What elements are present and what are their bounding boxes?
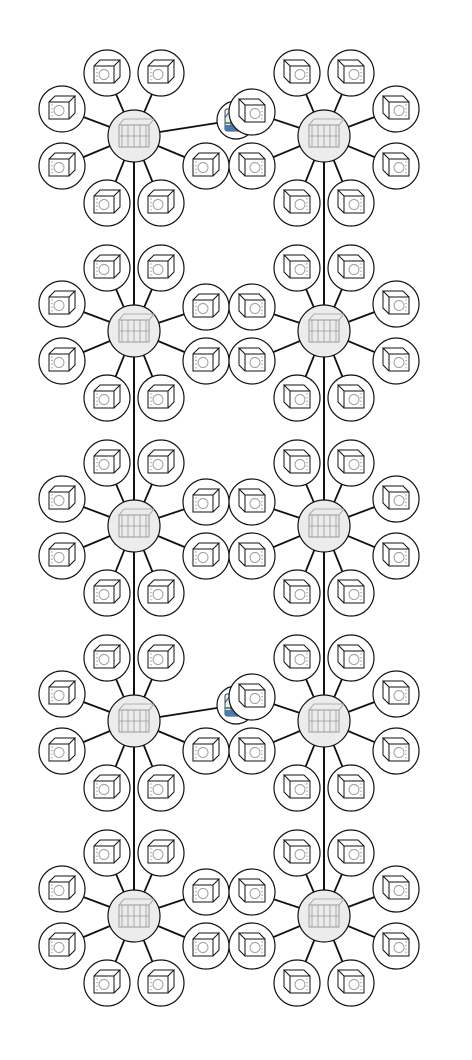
device-chassis-icon (372, 280, 420, 328)
device-chassis-icon (372, 922, 420, 970)
device-chassis-icon (38, 922, 86, 970)
switch-hub-icon (107, 694, 161, 748)
device-chassis-icon (137, 179, 185, 227)
device-chassis-icon (83, 179, 131, 227)
device-chassis-icon (137, 829, 185, 877)
switch-hub-icon (107, 109, 161, 163)
device-chassis-icon (38, 475, 86, 523)
device-chassis-icon (228, 88, 276, 136)
device-chassis-icon (273, 179, 321, 227)
device-chassis-icon (38, 727, 86, 775)
device-chassis-icon (137, 959, 185, 1007)
device-chassis-icon (83, 49, 131, 97)
device-chassis-icon (38, 532, 86, 580)
device-chassis-icon (372, 85, 420, 133)
device-chassis-icon (228, 337, 276, 385)
device-chassis-icon (38, 865, 86, 913)
device-chassis-icon (83, 634, 131, 682)
device-chassis-icon (38, 670, 86, 718)
switch-hub-icon (297, 304, 351, 358)
device-chassis-icon (273, 959, 321, 1007)
device-chassis-icon (228, 727, 276, 775)
switch-hub-icon (297, 889, 351, 943)
switch-hub-icon (297, 694, 351, 748)
device-chassis-icon (372, 532, 420, 580)
device-chassis-icon (228, 283, 276, 331)
nodes (38, 49, 420, 1007)
switch-hub-icon (107, 499, 161, 553)
device-chassis-icon (228, 868, 276, 916)
device-chassis-icon (182, 532, 230, 580)
device-chassis-icon (327, 374, 375, 422)
switch-hub-icon (297, 109, 351, 163)
device-chassis-icon (182, 727, 230, 775)
device-chassis-icon (273, 569, 321, 617)
device-chassis-icon (228, 142, 276, 190)
device-chassis-icon (327, 569, 375, 617)
device-chassis-icon (182, 868, 230, 916)
device-chassis-icon (137, 49, 185, 97)
device-chassis-icon (83, 439, 131, 487)
device-chassis-icon (228, 922, 276, 970)
device-chassis-icon (83, 569, 131, 617)
device-chassis-icon (83, 764, 131, 812)
device-chassis-icon (327, 179, 375, 227)
device-chassis-icon (38, 85, 86, 133)
device-chassis-icon (182, 922, 230, 970)
device-chassis-icon (83, 244, 131, 292)
device-chassis-icon (83, 374, 131, 422)
device-chassis-icon (137, 764, 185, 812)
switch-hub-icon (107, 304, 161, 358)
device-chassis-icon (182, 478, 230, 526)
device-chassis-icon (372, 142, 420, 190)
device-chassis-icon (137, 569, 185, 617)
device-chassis-icon (182, 337, 230, 385)
device-chassis-icon (228, 478, 276, 526)
device-chassis-icon (273, 244, 321, 292)
device-chassis-icon (273, 49, 321, 97)
device-chassis-icon (372, 865, 420, 913)
device-chassis-icon (327, 439, 375, 487)
device-chassis-icon (372, 727, 420, 775)
device-chassis-icon (273, 634, 321, 682)
device-chassis-icon (182, 142, 230, 190)
device-chassis-icon (83, 829, 131, 877)
device-chassis-icon (372, 475, 420, 523)
device-chassis-icon (83, 959, 131, 1007)
device-chassis-icon (38, 142, 86, 190)
device-chassis-icon (327, 959, 375, 1007)
device-chassis-icon (372, 337, 420, 385)
device-chassis-icon (327, 244, 375, 292)
device-chassis-icon (327, 829, 375, 877)
device-chassis-icon (137, 244, 185, 292)
device-chassis-icon (372, 670, 420, 718)
device-chassis-icon (137, 634, 185, 682)
device-chassis-icon (228, 673, 276, 721)
device-chassis-icon (327, 764, 375, 812)
device-chassis-icon (38, 280, 86, 328)
switch-hub-icon (297, 499, 351, 553)
device-chassis-icon (273, 829, 321, 877)
device-chassis-icon (273, 374, 321, 422)
device-chassis-icon (137, 439, 185, 487)
device-chassis-icon (273, 439, 321, 487)
device-chassis-icon (38, 337, 86, 385)
device-chassis-icon (228, 532, 276, 580)
device-chassis-icon (327, 49, 375, 97)
device-chassis-icon (137, 374, 185, 422)
device-chassis-icon (273, 764, 321, 812)
device-chassis-icon (327, 634, 375, 682)
switch-hub-icon (107, 889, 161, 943)
device-chassis-icon (182, 283, 230, 331)
